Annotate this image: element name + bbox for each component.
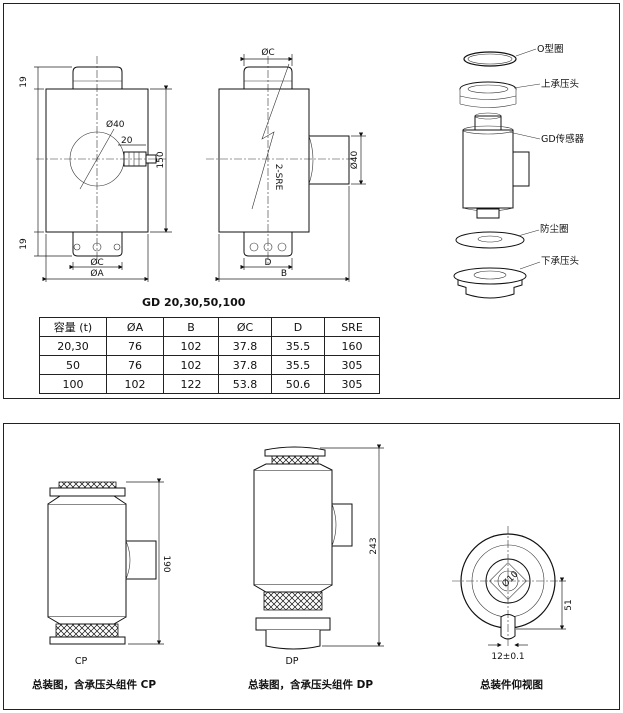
part-label-0: O型圈: [537, 44, 563, 55]
top-drawing-panel: 19 19 150 Ø40 20 ØC ØA: [3, 3, 620, 399]
table-cell: 50.6: [271, 374, 325, 394]
dp-caption: 总装图，含承压头组件 DP: [248, 678, 373, 691]
part-label-2: GD传感器: [541, 133, 585, 145]
spec-header-b: B: [163, 317, 219, 337]
cp-label: CP: [75, 656, 88, 667]
cp-caption: 总装图，含承压头组件 CP: [32, 678, 156, 691]
bottom-drawing-svg: 190 CP 总装图，含承压头组件 CP 243 DP 总装图，含承压头组件 D…: [32, 444, 574, 691]
front-dim-a: ØA: [90, 268, 104, 279]
part-label-4: 下承压头: [541, 255, 579, 267]
bottom-dim-offset: 51: [564, 599, 574, 610]
spec-header-sre: SRE: [324, 317, 380, 337]
bottom-view: Ø10 51 12±0.1 总装件仰视图: [452, 526, 574, 691]
part-label-1: 上承压头: [541, 78, 579, 90]
part-lower-head: [453, 267, 527, 299]
front-dim-hole: Ø40: [106, 119, 125, 130]
front-bottom-pad: [72, 231, 123, 257]
part-dust-ring: [455, 231, 525, 249]
side-view: ØC 2-SRE Ø40 D B: [206, 47, 366, 282]
front-view: 19 19 150 Ø40 20 ØC ØA: [19, 56, 172, 282]
table-cell: 160: [324, 336, 380, 356]
spec-header-a: ØA: [106, 317, 164, 337]
top-drawing-svg: 19 19 150 Ø40 20 ØC ØA: [19, 44, 585, 299]
table-cell: 102: [106, 374, 164, 394]
front-top-pad: [72, 66, 123, 90]
side-dim-d: D: [265, 258, 272, 268]
model-title: GD 20,30,50,100: [142, 296, 246, 309]
side-boss: [308, 135, 350, 185]
table-cell: 102: [163, 336, 219, 356]
part-label-3: 防尘圈: [540, 223, 569, 235]
side-dim-c: ØC: [261, 47, 274, 58]
dp-label: DP: [285, 656, 298, 667]
table-cell: 76: [106, 336, 164, 356]
spec-header-capacity: 容量 (t): [39, 317, 107, 337]
front-dim-top: 19: [19, 76, 29, 88]
part-o-ring: [463, 51, 517, 67]
table-cell: 37.8: [218, 355, 272, 375]
table-row: 20,30 76 102 37.8 35.5 160: [39, 336, 380, 356]
bottom-drawing-panel: 190 CP 总装图，含承压头组件 CP 243 DP 总装图，含承压头组件 D…: [3, 423, 620, 710]
table-cell: 305: [324, 355, 380, 375]
spec-header-c: ØC: [218, 317, 272, 337]
table-cell: 35.5: [271, 336, 325, 356]
table-cell: 305: [324, 374, 380, 394]
spec-table-header-row: 容量 (t) ØA B ØC D SRE: [39, 317, 380, 337]
front-dim-height: 150: [156, 151, 166, 168]
exploded-view: O型圈 上承压头 GD传感器 防尘圈 下承压头: [453, 44, 585, 299]
part-gd-sensor: [462, 112, 530, 219]
table-cell: 100: [39, 374, 107, 394]
side-dim-b: B: [281, 269, 287, 279]
bottom-view-caption: 总装件仰视图: [480, 678, 543, 691]
table-cell: 76: [106, 355, 164, 375]
table-cell: 122: [163, 374, 219, 394]
side-dim-hole: Ø40: [349, 150, 360, 169]
table-cell: 20,30: [39, 336, 107, 356]
front-dim-bottom: 19: [19, 238, 29, 250]
dp-dim-height: 243: [369, 537, 379, 554]
front-dim-connector: 20: [121, 136, 133, 146]
table-cell: 50: [39, 355, 107, 375]
table-row: 50 76 102 37.8 35.5 305: [39, 355, 380, 375]
front-dim-c: ØC: [90, 257, 103, 268]
bottom-dim-slot: 12±0.1: [491, 652, 524, 662]
cp-assembly: 190 CP 总装图，含承压头组件 CP: [32, 478, 171, 691]
table-cell: 102: [163, 355, 219, 375]
table-row: 100 102 122 53.8 50.6 305: [39, 374, 380, 394]
part-upper-head: [459, 81, 517, 108]
dp-assembly: 243 DP 总装图，含承压头组件 DP: [248, 444, 384, 691]
spec-table: 容量 (t) ØA B ØC D SRE 20,30 76 102 37.8 3…: [39, 317, 380, 394]
side-body: [218, 88, 310, 233]
cp-dim-height: 190: [161, 555, 171, 572]
table-cell: 53.8: [218, 374, 272, 394]
spec-header-d: D: [271, 317, 325, 337]
table-cell: 35.5: [271, 355, 325, 375]
table-cell: 37.8: [218, 336, 272, 356]
side-dim-sre: 2-SRE: [273, 164, 283, 191]
